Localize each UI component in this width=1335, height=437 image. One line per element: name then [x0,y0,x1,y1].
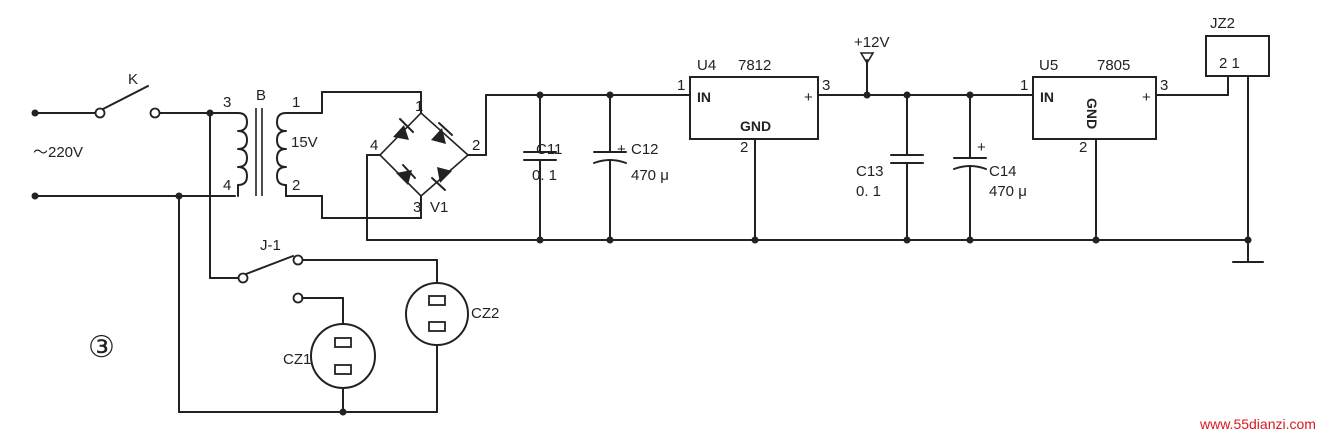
u4-in-label: IN [697,89,711,105]
figure-number: ③ [88,330,115,365]
cz2-label: CZ2 [471,305,499,322]
capacitor-c13: C13 0. 1 [856,91,924,244]
transformer-pin-1: 1 [292,94,300,111]
cz1-label: CZ1 [283,351,311,368]
rectifier-pin-4: 4 [370,137,378,154]
u5-pin-gnd: 2 [1079,139,1087,156]
u4-part: 7812 [738,57,771,74]
socket-cz2: CZ2 [405,282,499,413]
rail-12v-tap: +12V [854,34,889,99]
transformer-label: B [256,87,266,104]
capacitor-c14: + C14 470 μ [953,91,1027,244]
switch-k-blade [102,85,149,110]
rail-12v-label: +12V [854,34,889,51]
relay-contact-j1: J-1 [206,109,438,284]
c13-name: C13 [856,163,884,180]
mains-voltage-label: ～220V [33,144,83,161]
u4-pin-in: 1 [677,77,685,94]
u5-pin-out: 3 [1160,77,1168,94]
jz2-ref: JZ2 [1210,15,1235,32]
capacitor-c12: + C12 470 μ [593,91,669,244]
c14-name: C14 [989,163,1017,180]
transformer-voltage-label: 15V [291,134,318,151]
rectifier-label: V1 [430,199,448,216]
u5-out-label: + [1142,89,1151,106]
u5-pin-in: 1 [1020,77,1028,94]
u5-ref: U5 [1039,57,1058,74]
jz2-pins: 2 1 [1219,55,1240,72]
u4-pin-out: 3 [822,77,830,94]
transformer-pin-2: 2 [292,177,300,194]
relay-contact-label: J-1 [260,237,281,254]
c12-name: C12 [631,141,659,158]
socket-cz1: CZ1 [283,292,376,416]
rectifier-pin-3: 3 [413,199,421,216]
u4-pin-gnd: 2 [740,139,748,156]
transformer-b: 3 4 1 2 B 15V [209,87,323,197]
c12-polarity: + [617,141,626,158]
u4-out-label: + [804,89,813,106]
c13-value: 0. 1 [856,183,881,200]
c14-polarity: + [977,139,986,156]
c14-value: 470 μ [989,183,1027,200]
c11-value: 0. 1 [532,167,557,184]
mains-input: K ～220V [31,71,236,200]
connector-jz2: JZ2 2 1 [1205,15,1270,263]
bridge-rectifier-v1: 1 2 3 4 V1 [321,91,691,241]
u5-gnd-label: GND [1084,98,1100,129]
switch-k-label: K [128,71,138,88]
c12-value: 470 μ [631,167,669,184]
c11-name: C11 [536,141,562,158]
u4-gnd-label: GND [740,118,771,134]
transformer-pin-4: 4 [223,177,231,194]
rectifier-pin-1: 1 [415,98,423,115]
rectifier-pin-2: 2 [472,137,480,154]
neutral-return [175,192,438,413]
capacitor-c11: C11 0. 1 [523,91,562,244]
transformer-pin-3: 3 [223,94,231,111]
u5-in-label: IN [1040,89,1054,105]
u5-part: 7805 [1097,57,1130,74]
regulator-u5: U5 7805 1 IN GND + 3 2 [1020,57,1229,244]
watermark: www.55dianzi.com [1199,416,1316,432]
u4-ref: U4 [697,57,716,74]
regulator-u4: U4 7812 1 IN GND + 3 2 [677,57,1034,244]
